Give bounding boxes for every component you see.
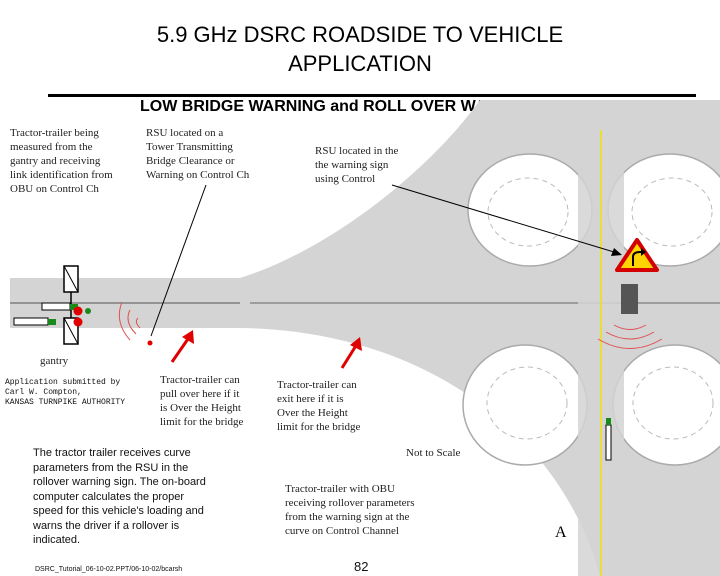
truck-upper-trailer xyxy=(41,302,71,311)
slide-subtitle: LOW BRIDGE WARNING and ROLL OVER WARNING xyxy=(140,98,538,115)
red-arrow-pullover-head xyxy=(182,330,194,344)
label-rsu-tower: RSU located on a Tower Transmitting Brid… xyxy=(146,127,250,181)
curve-warning-sign xyxy=(615,238,659,272)
curve-arrow-icon xyxy=(632,251,643,266)
gantry-top-cross xyxy=(63,265,79,293)
title-divider xyxy=(48,94,696,97)
gantry-sensor-bottom xyxy=(73,317,83,327)
label-exit-here: Tractor-trailer can exit here if it is O… xyxy=(277,379,361,433)
truck-lower-cab xyxy=(48,319,56,325)
label-gantry: gantry xyxy=(40,355,69,367)
truck-vertical-trailer xyxy=(605,424,612,461)
footer-filename: DSRC_Tutorial_06-10-02.PPT/06-10-02/bcar… xyxy=(35,566,183,573)
gantry-bottom-cross xyxy=(63,317,79,345)
callout-line-tower xyxy=(150,184,207,337)
loop-ramp-nw xyxy=(631,177,713,247)
label-tractor-measured: Tractor-trailer being measured from the … xyxy=(10,127,113,195)
callout-line-sign xyxy=(391,184,615,253)
truck-upper-cab xyxy=(70,304,78,310)
loop-ramp-ne xyxy=(487,177,569,247)
slide-title: 5.9 GHz DSRC ROADSIDE TO VEHICLE APPLICA… xyxy=(156,22,564,76)
label-not-to-scale: Not to Scale xyxy=(406,447,461,459)
truck-upper-obu xyxy=(85,308,91,314)
callout-arrowhead-sign xyxy=(611,248,622,256)
label-letter-a: A xyxy=(555,524,567,541)
label-submitted-by: Application submitted by Carl W. Compton… xyxy=(5,378,126,407)
red-arrow-pullover-line xyxy=(170,335,192,363)
page-number: 82 xyxy=(354,559,369,574)
label-curve-params: The tractor trailer receives curve param… xyxy=(33,447,206,546)
tower-rsu xyxy=(147,340,153,346)
loop-ramp-sw xyxy=(632,366,714,440)
label-rsu-sign: RSU located in the the warning sign usin… xyxy=(315,145,399,185)
label-obu-receiving: Tractor-trailer with OBU receiving rollo… xyxy=(285,483,415,537)
truck-lower-trailer xyxy=(13,317,49,326)
gantry-sensor-top xyxy=(73,306,83,316)
tower-signal-waves xyxy=(118,301,141,341)
cloverleaf-loop-se xyxy=(462,344,588,466)
label-pull-over: Tractor-trailer can pull over here if it… xyxy=(160,374,244,428)
sign-post-box xyxy=(621,284,638,314)
curve-arrowhead-icon xyxy=(641,248,646,256)
red-arrow-exit-line xyxy=(340,343,359,369)
sign-signal-waves xyxy=(597,324,663,349)
red-arrow-exit-head xyxy=(350,337,362,351)
cloverleaf-loop-nw xyxy=(607,153,720,267)
cloverleaf-loop-ne xyxy=(467,153,593,267)
truck-vertical-cab xyxy=(606,418,611,425)
loop-ramp-se xyxy=(486,366,568,440)
